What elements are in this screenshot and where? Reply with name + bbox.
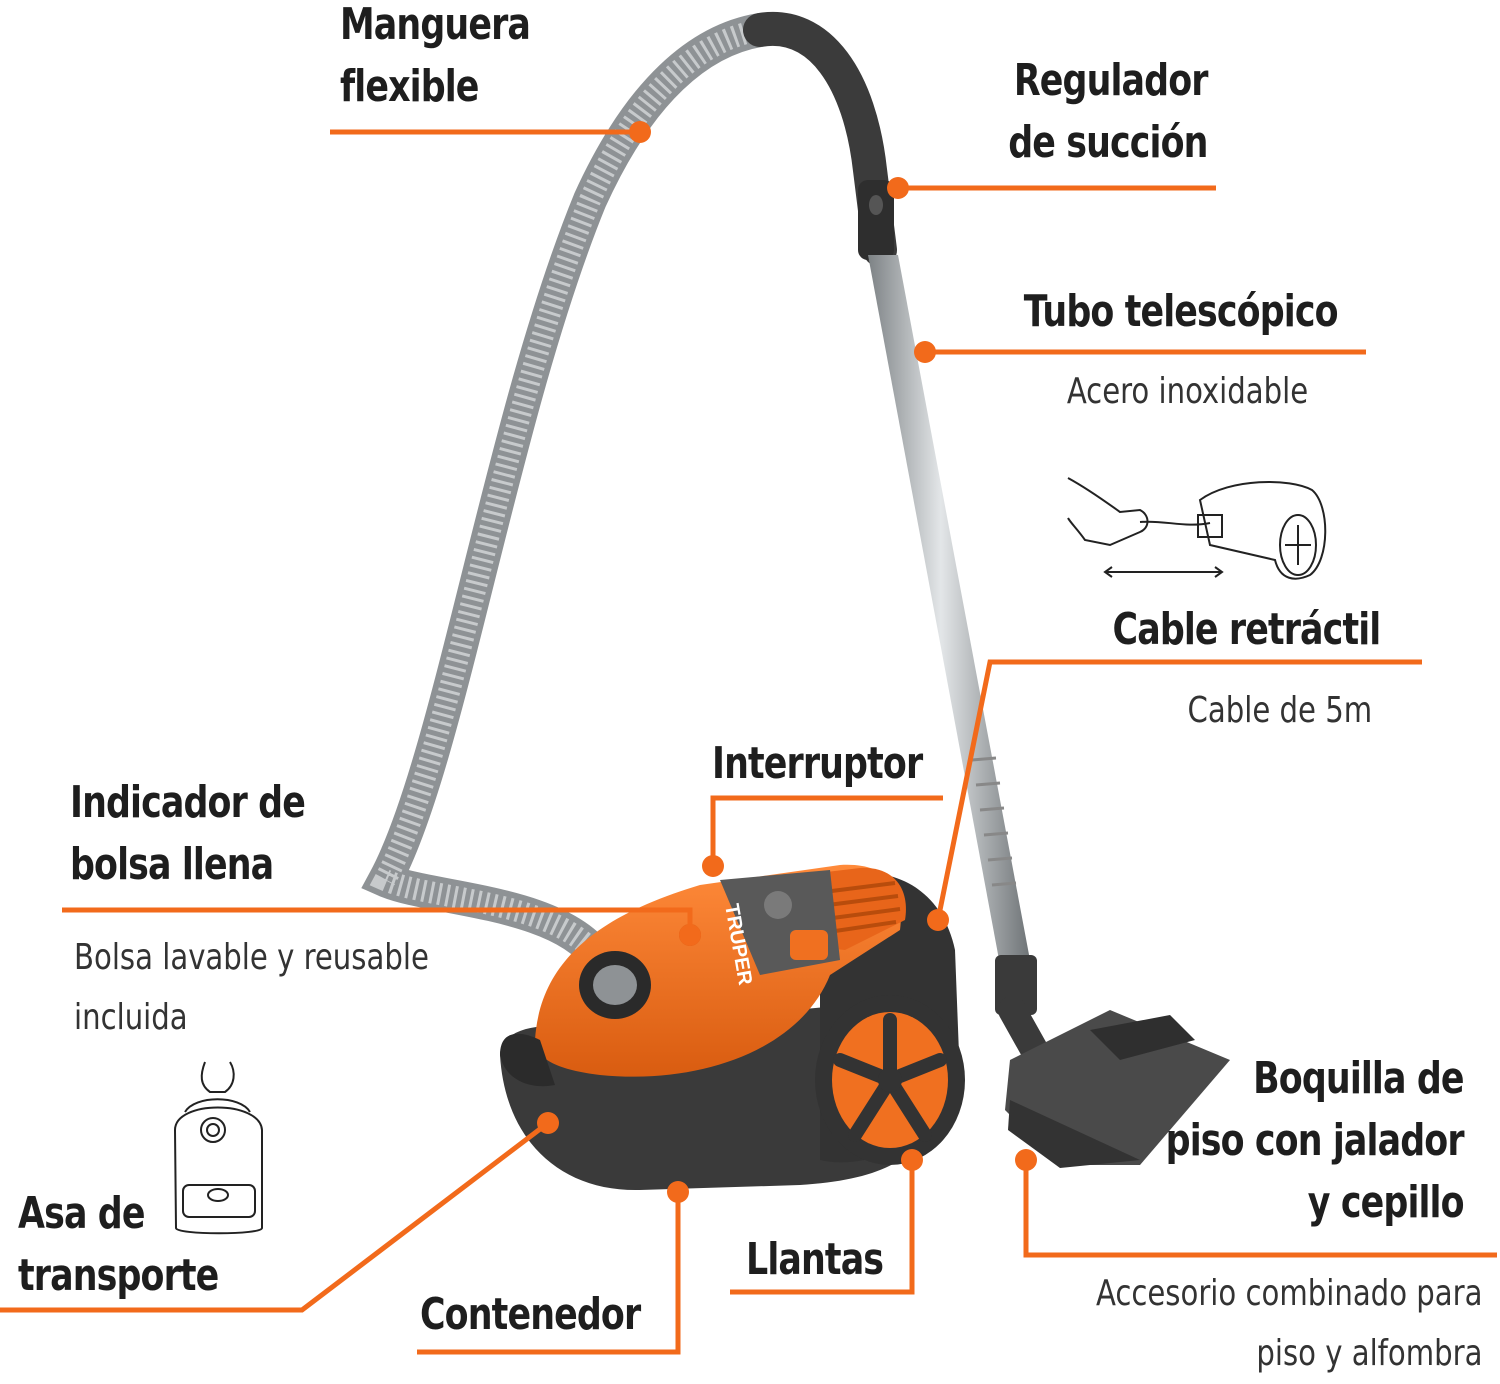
- label-indicador: Indicador de bolsa llena: [70, 777, 306, 890]
- label-asa: Asa de transporte: [18, 1188, 219, 1301]
- label-contenedor: Contenedor: [420, 1289, 641, 1340]
- label-tubo-sub: Acero inoxidable: [1066, 371, 1308, 412]
- label-indicador-sub: Bolsa lavable y reusable incluida: [74, 937, 429, 1038]
- label-boquilla: Boquilla de piso con jalador y cepillo: [1165, 1053, 1465, 1228]
- label-interruptor: Interruptor: [712, 738, 923, 789]
- flexible-hose: [361, 13, 777, 977]
- label-cable-sub: Cable de 5m: [1187, 690, 1372, 731]
- leader-dots: [537, 121, 1037, 1203]
- label-llantas: Llantas: [746, 1234, 884, 1285]
- floor-nozzle: [998, 996, 1230, 1168]
- hand-carrying-vacuum-icon: [173, 1061, 263, 1235]
- hand-pulling-cable-icon: [1067, 477, 1327, 580]
- tube-slider-marks: [971, 756, 1017, 887]
- label-cable: Cable retráctil: [1112, 604, 1381, 655]
- wheel: [815, 995, 965, 1165]
- label-manguera: Manguera flexible: [340, 0, 531, 112]
- leader-lines: [0, 129, 1497, 1355]
- suction-regulator-handle: [743, 11, 897, 267]
- label-boquilla-sub: Accesorio combinado para piso y alfombra: [1095, 1273, 1482, 1374]
- label-tubo: Tubo telescópico: [1024, 286, 1339, 337]
- label-regulador: Regulador de succión: [1008, 55, 1209, 168]
